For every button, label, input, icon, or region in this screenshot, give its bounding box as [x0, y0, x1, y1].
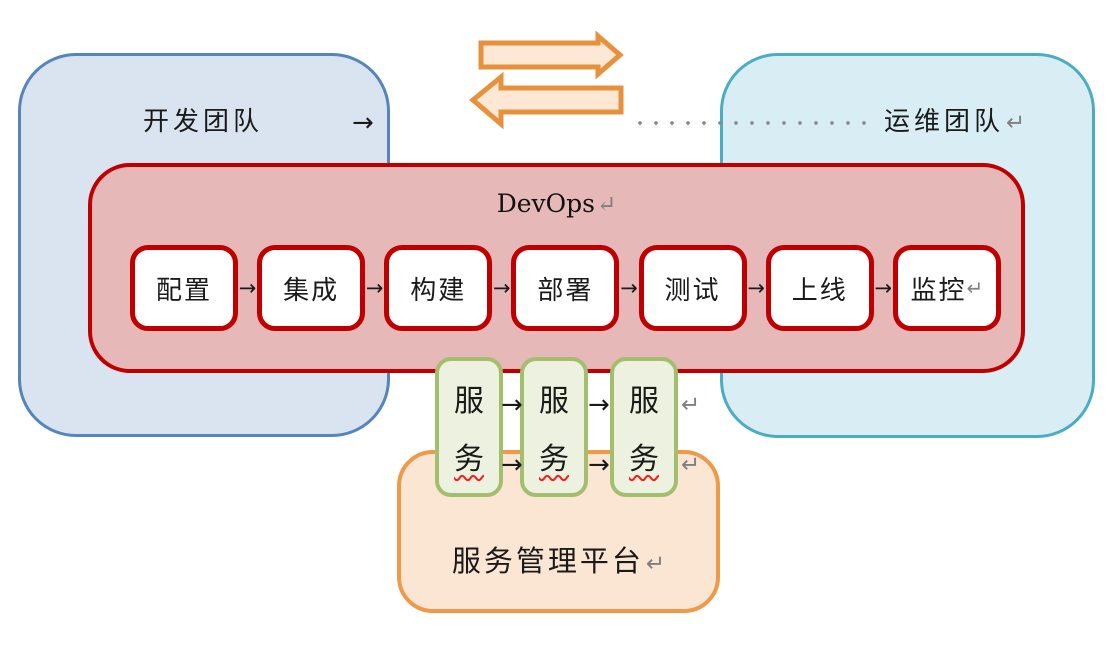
service-arrow: → — [588, 450, 610, 480]
step-arrow: → — [747, 275, 765, 300]
tab-character-mark: → — [352, 108, 374, 138]
step-box-launch[interactable]: 上线 — [765, 245, 874, 331]
step-arrow: → — [365, 275, 384, 300]
step-box-deploy[interactable]: 部署 — [511, 245, 620, 331]
step-arrow: → — [874, 275, 893, 300]
block-arrow-left-icon[interactable] — [469, 71, 624, 130]
paragraph-return-mark: ↵ — [681, 392, 701, 418]
dev-team-label: 开发团队 — [143, 107, 264, 137]
step-label: 测试 — [664, 275, 721, 306]
paragraph-return-mark: ↵ — [645, 551, 666, 577]
service-arrow: → — [588, 390, 610, 420]
step-box-build[interactable]: 构建 — [384, 245, 493, 331]
dotted-leader-icon — [632, 120, 878, 126]
service-label-top: 服 — [629, 383, 659, 419]
exchange-arrows-graphic[interactable] — [468, 28, 630, 130]
paragraph-return-mark: ↵ — [966, 276, 984, 300]
block-arrow-right-icon[interactable] — [478, 30, 624, 80]
platform-label: 服务管理平台 — [451, 544, 644, 578]
service-box-1[interactable]: 服 务 — [435, 357, 503, 497]
devops-box[interactable]: DevOps↵ 配置 → 集成 → 构建 → 部署 → 测试 → 上线 — [88, 163, 1025, 373]
paragraph-return-mark: ↵ — [681, 452, 701, 478]
platform-label-row: 服务管理平台↵ — [401, 538, 716, 580]
service-label-bottom: 务 — [629, 442, 659, 478]
devops-steps-row: 配置 → 集成 → 构建 → 部署 → 测试 → 上线 → 监控 — [130, 245, 1001, 331]
step-label: 上线 — [791, 275, 848, 306]
step-label: 部署 — [537, 275, 594, 306]
ops-team-label-row: 运维团队↵ — [884, 107, 1025, 138]
service-arrow: → — [501, 450, 523, 480]
service-label-top: 服 — [454, 383, 484, 419]
step-arrow: → — [493, 275, 511, 300]
step-label: 构建 — [410, 275, 467, 306]
step-arrow: → — [620, 275, 638, 300]
service-label-bottom: 务 — [454, 442, 484, 478]
paragraph-return-mark: ↵ — [1006, 110, 1026, 136]
step-box-monitor[interactable]: 监控↵ — [892, 245, 1001, 331]
service-label-bottom: 务 — [539, 442, 569, 478]
service-arrow: → — [501, 390, 523, 420]
step-box-integration[interactable]: 集成 — [257, 245, 366, 331]
paragraph-return-mark: ↵ — [597, 192, 617, 218]
ops-team-label: 运维团队 — [884, 107, 1005, 137]
service-box-3[interactable]: 服 务 — [610, 357, 678, 497]
devops-title: DevOps — [496, 189, 595, 218]
step-label: 配置 — [155, 275, 212, 306]
step-box-test[interactable]: 测试 — [638, 245, 747, 331]
step-label: 监控 — [910, 275, 967, 306]
step-label: 集成 — [283, 275, 340, 306]
service-label-top: 服 — [539, 383, 569, 419]
devops-title-row: DevOps↵ — [92, 189, 1021, 218]
step-box-config[interactable]: 配置 — [130, 245, 238, 331]
step-arrow: → — [238, 275, 257, 300]
service-box-2[interactable]: 服 务 — [520, 357, 588, 497]
